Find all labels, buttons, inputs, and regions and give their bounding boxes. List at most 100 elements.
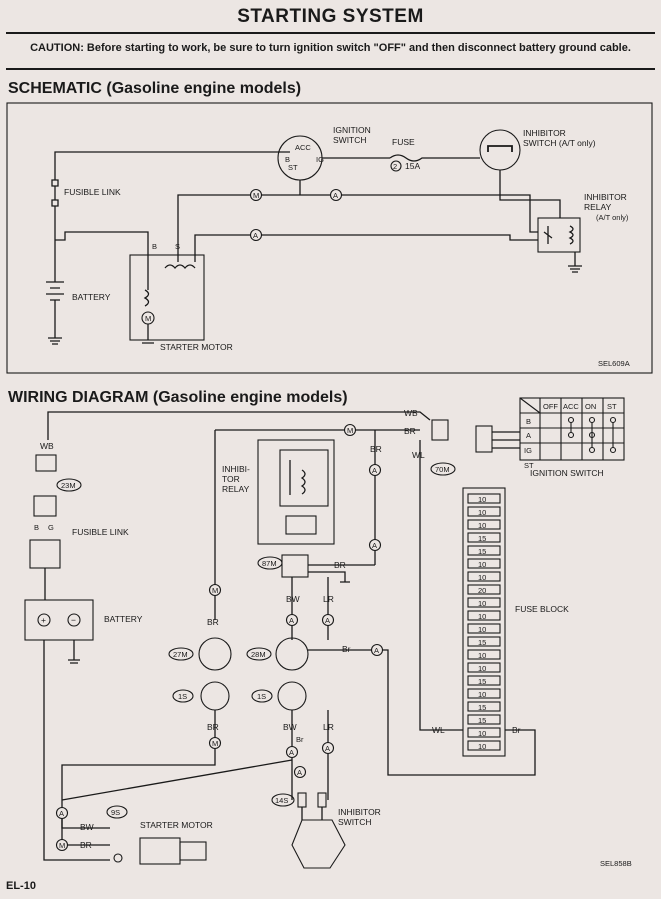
connector-1s-right bbox=[277, 681, 307, 711]
inhibitor-switch-label-2: SWITCH (A/T only) bbox=[523, 138, 596, 148]
bw-87m: BW bbox=[286, 594, 300, 604]
br-small-1s: Br bbox=[296, 735, 304, 744]
fl-g: G bbox=[48, 523, 54, 532]
fl-b: B bbox=[34, 523, 39, 532]
wiring-inhibitor-relay bbox=[257, 439, 335, 545]
br-vertical-label: BR bbox=[370, 444, 382, 454]
fuse-no: 2 bbox=[393, 162, 397, 171]
connector-14s-label: 14S bbox=[275, 796, 288, 805]
ign-row-ig: IG bbox=[524, 446, 532, 455]
motor-m: M bbox=[145, 314, 151, 323]
fuse-rating-16: 10 bbox=[478, 690, 486, 699]
fuse-symbol bbox=[389, 154, 480, 162]
br-27m: BR bbox=[207, 617, 219, 627]
fusible-link-housing bbox=[33, 495, 57, 517]
fuse-rating-19: 10 bbox=[478, 729, 486, 738]
lr-87m: LR bbox=[323, 594, 334, 604]
fuse-block-label: FUSE BLOCK bbox=[515, 604, 569, 614]
fuse-rating-12: 15 bbox=[478, 638, 486, 647]
wiring-heading: WIRING DIAGRAM (Gasoline engine models) bbox=[8, 389, 348, 406]
svg-text:A: A bbox=[372, 466, 377, 475]
starter-motor-label: STARTER MOTOR bbox=[160, 342, 233, 352]
batt-minus bbox=[67, 613, 81, 627]
circle-a-bw2: A bbox=[285, 745, 299, 759]
acc-terminal: ACC bbox=[295, 143, 311, 152]
relay-contact bbox=[543, 226, 553, 244]
svg-text:A: A bbox=[325, 616, 330, 625]
br-28m: Br bbox=[342, 644, 351, 654]
relay-inner-coil bbox=[289, 460, 306, 495]
wire-ign-st-to-starter bbox=[177, 194, 538, 262]
inhibitor-relay-label: INHIBITOR bbox=[584, 192, 627, 202]
fusible-link-label: FUSIBLE LINK bbox=[64, 187, 121, 197]
fuse-8 bbox=[467, 584, 501, 595]
connector-1s-left bbox=[200, 681, 230, 711]
wiring-ign-switch-label: IGNITION SWITCH bbox=[530, 468, 604, 478]
inh-sw-leads bbox=[301, 807, 323, 820]
svg-text:A: A bbox=[333, 191, 338, 200]
inhibitor-switch-symbol bbox=[479, 129, 521, 171]
wire-a-to-starter bbox=[61, 759, 293, 801]
connector-27m-tag bbox=[168, 647, 194, 661]
circle-m-starter: M bbox=[55, 838, 69, 852]
fuse-1 bbox=[467, 493, 501, 504]
connector-9s-tag bbox=[106, 805, 128, 819]
wiring-inh-relay-label-2: TOR bbox=[222, 474, 240, 484]
circle-a-r1: A bbox=[368, 463, 382, 477]
batt-ground bbox=[68, 640, 80, 664]
connector-27m bbox=[198, 637, 232, 671]
connector-23m bbox=[35, 454, 57, 472]
wire-br-label: BR bbox=[404, 426, 416, 436]
br-fuse: Br bbox=[512, 725, 521, 735]
circle-a-2: A bbox=[249, 228, 263, 242]
wiring-inh-relay-label: INHIBI- bbox=[222, 464, 250, 474]
fuse-amp: 15A bbox=[405, 161, 420, 171]
fuse-rating-4: 15 bbox=[478, 534, 486, 543]
fuse-rating-8: 20 bbox=[478, 586, 486, 595]
wire-wb-top bbox=[47, 411, 431, 440]
wiring-inh-switch-label: INHIBITOR bbox=[338, 807, 381, 817]
wire-87m-ground bbox=[308, 571, 350, 583]
wire-batt-to-ign bbox=[54, 151, 290, 175]
ig-terminal: IG bbox=[316, 155, 324, 164]
connector-9s-label: 9S bbox=[111, 808, 120, 817]
ignition-switch-label: IGNITION bbox=[333, 125, 371, 135]
inhibitor-switch-contact bbox=[487, 145, 513, 152]
starter-motor-solenoid bbox=[179, 841, 207, 861]
br-starter: BR bbox=[80, 840, 92, 850]
inhibitor-relay-symbol bbox=[537, 217, 581, 253]
battery-symbol bbox=[46, 240, 64, 345]
fuse-20 bbox=[467, 740, 501, 751]
wiring-fusible-link-label: FUSIBLE LINK bbox=[72, 527, 129, 537]
ign-col-off: OFF bbox=[543, 402, 558, 411]
svg-text:M: M bbox=[253, 191, 259, 200]
connector-27m-label: 27M bbox=[173, 650, 188, 659]
ign-connector bbox=[431, 419, 449, 441]
fuse-19 bbox=[467, 727, 501, 738]
b-terminal: B bbox=[285, 155, 290, 164]
relay-ground bbox=[568, 252, 582, 273]
connector-1s-left-tag bbox=[172, 689, 194, 703]
ign-plug bbox=[475, 425, 493, 453]
connector-87m bbox=[281, 554, 309, 578]
svg-text:A: A bbox=[325, 744, 330, 753]
schematic-heading: SCHEMATIC (Gasoline engine models) bbox=[8, 80, 302, 97]
page-title: STARTING SYSTEM bbox=[237, 6, 424, 27]
relay-socket bbox=[285, 515, 317, 535]
wiring-inh-switch-label-2: SWITCH bbox=[338, 817, 372, 827]
fusible-link-block bbox=[29, 539, 61, 569]
wiring-inh-relay-label-3: RELAY bbox=[222, 484, 250, 494]
circle-a-starter: A bbox=[55, 806, 69, 820]
fuse-rating-17: 15 bbox=[478, 703, 486, 712]
circle-a-1: A bbox=[329, 188, 343, 202]
fuse-rating-14: 10 bbox=[478, 664, 486, 673]
fuse-rating-20: 10 bbox=[478, 742, 486, 751]
connector-87m-label: 87M bbox=[262, 559, 277, 568]
fuse-rating-13: 10 bbox=[478, 651, 486, 660]
batt-minus-sign: − bbox=[71, 615, 76, 625]
fuse-12 bbox=[467, 636, 501, 647]
starter-term-b: B bbox=[152, 242, 157, 251]
svg-text:A: A bbox=[372, 541, 377, 550]
wire-wl bbox=[419, 440, 463, 731]
